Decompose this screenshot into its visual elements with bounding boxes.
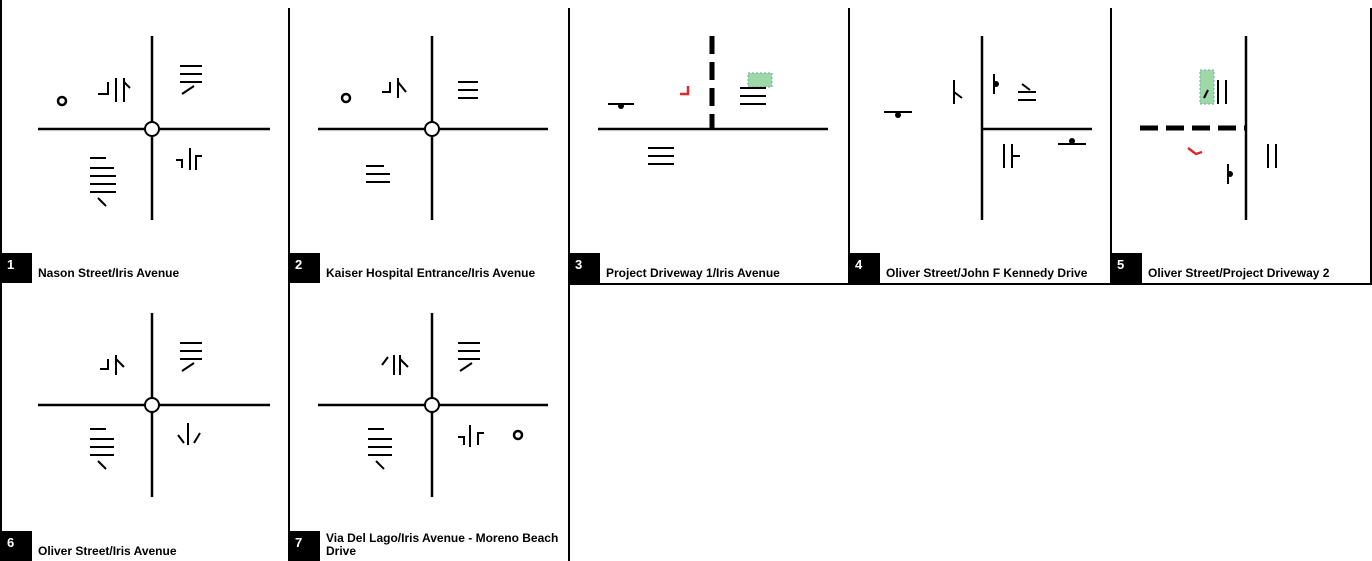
stop-sign-icon <box>1058 138 1086 145</box>
sb-lanes-icon <box>100 355 125 375</box>
wb-lanes-icon <box>458 342 480 372</box>
signal-icon <box>424 397 440 413</box>
lane-diagram-6 <box>38 313 270 497</box>
signal-icon <box>144 121 160 137</box>
eb-lanes-icon <box>90 157 116 207</box>
highlight-box <box>747 72 773 88</box>
intersection-name: Kaiser Hospital Entrance/Iris Avenue <box>326 266 536 280</box>
nb-lanes-icon <box>458 425 484 447</box>
wb-lanes-icon <box>180 342 202 372</box>
sb-lanes-icon <box>382 78 407 98</box>
wb-lanes-icon <box>740 87 766 105</box>
stop-sign-icon <box>608 103 634 109</box>
intersection-number: 2 <box>290 253 320 283</box>
lane-diagram-7 <box>318 313 548 497</box>
eb-lanes-icon <box>648 147 674 165</box>
intersection-name: Project Driveway 1/Iris Avenue <box>606 266 780 280</box>
lane-diagram-4 <box>884 36 1092 220</box>
intersection-panel-2: 2 Kaiser Hospital Entrance/Iris Avenue <box>288 8 570 285</box>
intersection-panel-4: 4 Oliver Street/John F Kennedy Drive <box>848 8 1112 285</box>
project-left-turn-icon <box>680 86 690 96</box>
sb-lanes-icon <box>953 80 963 104</box>
lane-diagram-5 <box>1140 36 1277 220</box>
intersection-panel-3: 3 Project Driveway 1/Iris Avenue <box>568 8 850 285</box>
intersection-name: Oliver Street/Project Driveway 2 <box>1148 266 1330 280</box>
signal-icon <box>144 397 160 413</box>
lane-diagram-1 <box>38 36 270 220</box>
pedestrian-node-icon <box>512 429 524 441</box>
nb-lanes-icon <box>177 423 201 445</box>
intersection-name: Oliver Street/Iris Avenue <box>38 544 177 558</box>
intersection-name: Nason Street/Iris Avenue <box>38 266 180 280</box>
signal-icon <box>424 121 440 137</box>
intersection-name: Via Del Lago/Iris Avenue - Moreno Beach … <box>326 531 559 558</box>
lane-diagram-2 <box>318 36 548 220</box>
nb-lanes-icon <box>176 148 202 170</box>
pedestrian-node-icon <box>340 92 352 104</box>
intersection-number: 5 <box>1112 253 1142 283</box>
nb-lanes-icon <box>1267 144 1277 168</box>
intersection-name: Oliver Street/John F Kennedy Drive <box>886 266 1088 280</box>
intersection-panel-7: 7 Via Del Lago/Iris Avenue - Moreno Beac… <box>288 283 570 561</box>
wb-lanes-icon <box>458 81 478 99</box>
pedestrian-node-icon <box>56 95 68 107</box>
eb-lanes-icon <box>90 428 114 470</box>
stop-sign-icon <box>884 111 912 118</box>
wb-lanes-icon <box>1018 83 1036 101</box>
intersection-number: 7 <box>290 531 320 561</box>
lane-diagram-3 <box>598 36 828 165</box>
wb-lanes-icon <box>180 65 202 95</box>
highlight-box <box>1199 69 1215 105</box>
intersection-number: 3 <box>570 253 600 283</box>
eb-lanes-icon <box>366 165 390 183</box>
intersection-number: 1 <box>2 253 32 283</box>
sb-lanes-icon <box>381 355 409 375</box>
project-right-turn-icon <box>1187 147 1203 156</box>
nb-lanes-icon <box>1003 144 1020 168</box>
intersection-panel-6: 6 Oliver Street/Iris Avenue <box>0 283 290 561</box>
intersection-panel-5: 5 Oliver Street/Project Driveway 2 <box>1110 8 1372 285</box>
intersection-number: 4 <box>850 253 880 283</box>
stop-sign-icon <box>1227 164 1233 184</box>
sb-lanes-icon <box>1203 80 1227 104</box>
intersection-number: 6 <box>2 531 32 561</box>
eb-lanes-icon <box>368 428 392 470</box>
stop-sign-icon <box>993 74 999 94</box>
sb-lanes-icon <box>98 78 131 102</box>
intersection-panel-1: 1 Nason Street/Iris Avenue <box>0 8 290 285</box>
